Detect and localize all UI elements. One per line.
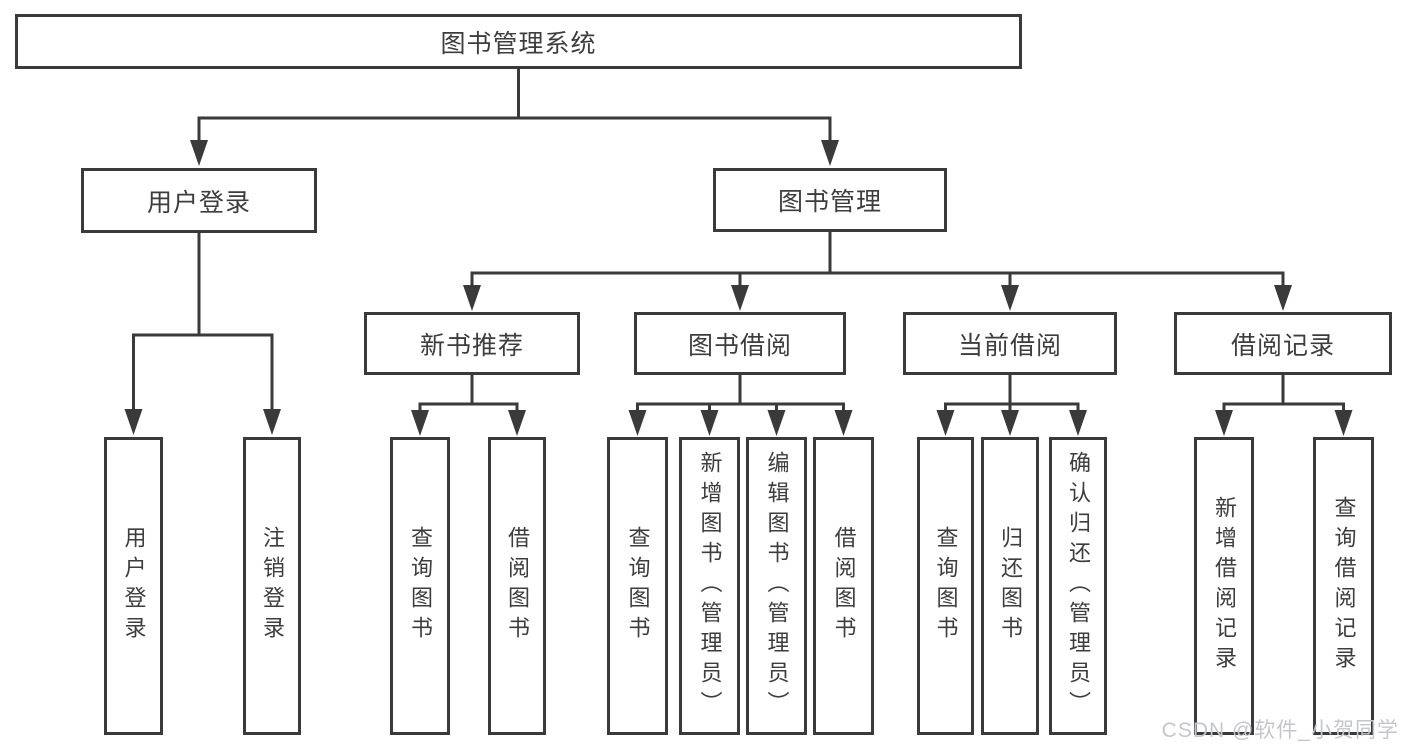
node-library-system: 图书管理系统: [15, 14, 1022, 69]
node-leaf-borrow-books-1-label: 借阅图书: [505, 526, 530, 646]
node-leaf-query-books-1: 查询图书: [390, 437, 450, 735]
node-leaf-query-books-1-label: 查询图书: [408, 526, 433, 646]
connector-borrow-records-children: [1215, 375, 1353, 436]
node-leaf-query-books-2-label: 查询图书: [625, 526, 651, 646]
node-current-borrowing: 当前借阅: [903, 312, 1117, 375]
node-current-borrowing-label: 当前借阅: [957, 331, 1062, 360]
connector-root-to-level2: [190, 69, 839, 166]
node-book-management: 图书管理: [713, 168, 947, 232]
node-leaf-logout: 注销登录: [243, 437, 301, 735]
csdn-watermark: CSDN @软件_小贺同学: [1161, 719, 1399, 742]
node-leaf-add-books-admin-label: 新增图书（管理员）: [697, 451, 723, 721]
connector-current-borrow-children: [936, 375, 1087, 436]
connector-book-mgmt-children: [463, 232, 1292, 311]
node-new-book-recommend-label: 新书推荐: [419, 331, 524, 360]
node-leaf-user-login-label: 用户登录: [121, 526, 147, 646]
node-leaf-return-books: 归还图书: [981, 437, 1039, 735]
node-book-borrowing: 图书借阅: [634, 312, 846, 375]
node-leaf-edit-books-admin: 编辑图书（管理员）: [746, 437, 807, 735]
connector-user-login-children: [124, 233, 281, 435]
node-user-login: 用户登录: [81, 168, 317, 233]
node-leaf-borrow-books-2-label: 借阅图书: [831, 526, 857, 646]
node-leaf-query-books-2: 查询图书: [607, 437, 668, 735]
node-leaf-borrow-books-1: 借阅图书: [488, 437, 546, 735]
node-leaf-edit-books-admin-label: 编辑图书（管理员）: [764, 451, 790, 721]
node-leaf-confirm-return-admin: 确认归还（管理员）: [1049, 437, 1107, 735]
node-leaf-add-borrow-record-label: 新增借阅记录: [1212, 496, 1237, 676]
node-leaf-user-login: 用户登录: [104, 437, 163, 735]
connector-book-borrow-children: [628, 375, 853, 436]
node-new-book-recommend: 新书推荐: [364, 312, 580, 375]
node-user-login-label: 用户登录: [146, 188, 251, 217]
node-leaf-add-borrow-record: 新增借阅记录: [1194, 437, 1254, 735]
node-book-borrowing-label: 图书借阅: [687, 331, 792, 360]
node-leaf-confirm-return-admin-label: 确认归还（管理员）: [1066, 451, 1091, 721]
node-leaf-borrow-books-2: 借阅图书: [813, 437, 874, 735]
connector-new-books-children: [411, 375, 526, 436]
node-book-management-label: 图书管理: [777, 188, 882, 216]
node-leaf-return-books-label: 归还图书: [998, 526, 1023, 646]
node-leaf-query-borrow-record: 查询借阅记录: [1313, 437, 1374, 735]
node-library-system-label: 图书管理系统: [440, 29, 597, 58]
node-leaf-add-books-admin: 新增图书（管理员）: [679, 437, 740, 735]
node-leaf-query-borrow-record-label: 查询借阅记录: [1331, 496, 1357, 676]
node-leaf-query-books-3: 查询图书: [917, 437, 974, 735]
node-borrowing-records-label: 借阅记录: [1230, 331, 1335, 360]
node-leaf-logout-label: 注销登录: [260, 526, 285, 646]
node-leaf-query-books-3-label: 查询图书: [933, 526, 959, 646]
node-borrowing-records: 借阅记录: [1174, 312, 1392, 375]
